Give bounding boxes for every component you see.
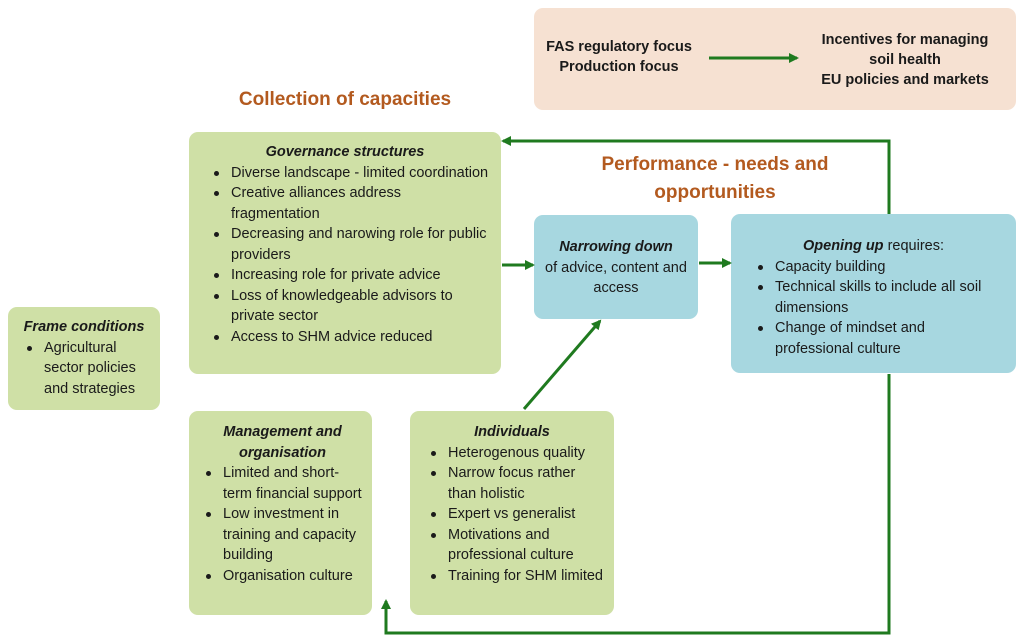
list-item: Heterogenous quality xyxy=(431,443,606,464)
frame-conditions-title: Frame conditions xyxy=(23,319,145,335)
list-item: Technical skills to include all soil dim… xyxy=(758,277,1004,318)
list-item: Narrow focus rather than holistic xyxy=(431,463,606,504)
frame-conditions-list: Agricultural sector policies and strateg… xyxy=(8,338,154,400)
list-item: Capacity building xyxy=(758,257,1004,278)
list-item: Increasing role for private advice xyxy=(214,265,491,286)
performance-heading-line-2: opportunities xyxy=(654,182,776,203)
list-item: Diverse landscape - limited coordination xyxy=(214,163,491,184)
governance-title: Governance structures xyxy=(265,144,425,160)
individuals-title: Individuals xyxy=(474,424,550,440)
legend-right-line-3: EU policies and markets xyxy=(821,72,989,88)
individuals-box: Individuals Heterogenous quality Narrow … xyxy=(410,411,614,615)
narrowing-box: Narrowing down of advice, content and ac… xyxy=(534,215,698,319)
individuals-list: Heterogenous quality Narrow focus rather… xyxy=(410,443,606,587)
opening-title: Opening up xyxy=(803,238,884,254)
list-item: Limited and short-term financial support xyxy=(206,463,366,504)
opening-title-suffix: requires: xyxy=(883,238,944,254)
list-item: Change of mindset and professional cultu… xyxy=(758,318,1004,359)
individuals-to-narrowing-arrow xyxy=(522,319,602,410)
list-item: Loss of knowledgeable advisors to privat… xyxy=(214,286,491,327)
list-item: Agricultural sector policies and strateg… xyxy=(27,338,154,400)
performance-heading: Performance - needs and opportunities xyxy=(560,151,870,207)
opening-to-management-arrow xyxy=(381,374,891,635)
narrowing-text: of advice, content and access xyxy=(545,259,687,297)
performance-heading-line-1: Performance - needs and xyxy=(601,154,829,175)
management-title: Management and organisation xyxy=(223,424,342,461)
opening-box: Opening up requires: Capacity building T… xyxy=(731,214,1016,373)
opening-title-row: Opening up requires: xyxy=(731,236,1004,257)
list-item: Organisation culture xyxy=(206,566,366,587)
list-item: Expert vs generalist xyxy=(431,504,606,525)
list-item: Training for SHM limited xyxy=(431,566,606,587)
legend-right-line-1: Incentives for managing xyxy=(821,32,989,48)
collection-heading: Collection of capacities xyxy=(238,89,452,110)
legend-left-line-1: FAS regulatory focus xyxy=(546,39,692,55)
list-item: Motivations and professional culture xyxy=(431,525,606,566)
list-item: Creative alliances address fragmentation xyxy=(214,183,491,224)
list-item: Access to SHM advice reduced xyxy=(214,327,491,348)
governance-box: Governance structures Diverse landscape … xyxy=(189,132,501,374)
opening-to-governance-arrow xyxy=(501,136,891,214)
management-box: Management and organisation Limited and … xyxy=(189,411,372,615)
management-list: Limited and short-term financial support… xyxy=(189,463,366,586)
frame-conditions-box: Frame conditions Agricultural sector pol… xyxy=(8,307,160,410)
legend-left-line-2: Production focus xyxy=(559,59,679,75)
legend-right-text: Incentives for managing soil health EU p… xyxy=(804,30,1006,90)
governance-list: Diverse landscape - limited coordination… xyxy=(189,163,491,348)
narrowing-title: Narrowing down xyxy=(559,239,673,255)
legend-left-text: FAS regulatory focus Production focus xyxy=(536,37,702,77)
opening-list: Capacity building Technical skills to in… xyxy=(731,257,1004,360)
legend-right-line-2: soil health xyxy=(869,52,941,68)
list-item: Decreasing and narowing role for public … xyxy=(214,224,491,265)
list-item: Low investment in training and capacity … xyxy=(206,504,366,566)
